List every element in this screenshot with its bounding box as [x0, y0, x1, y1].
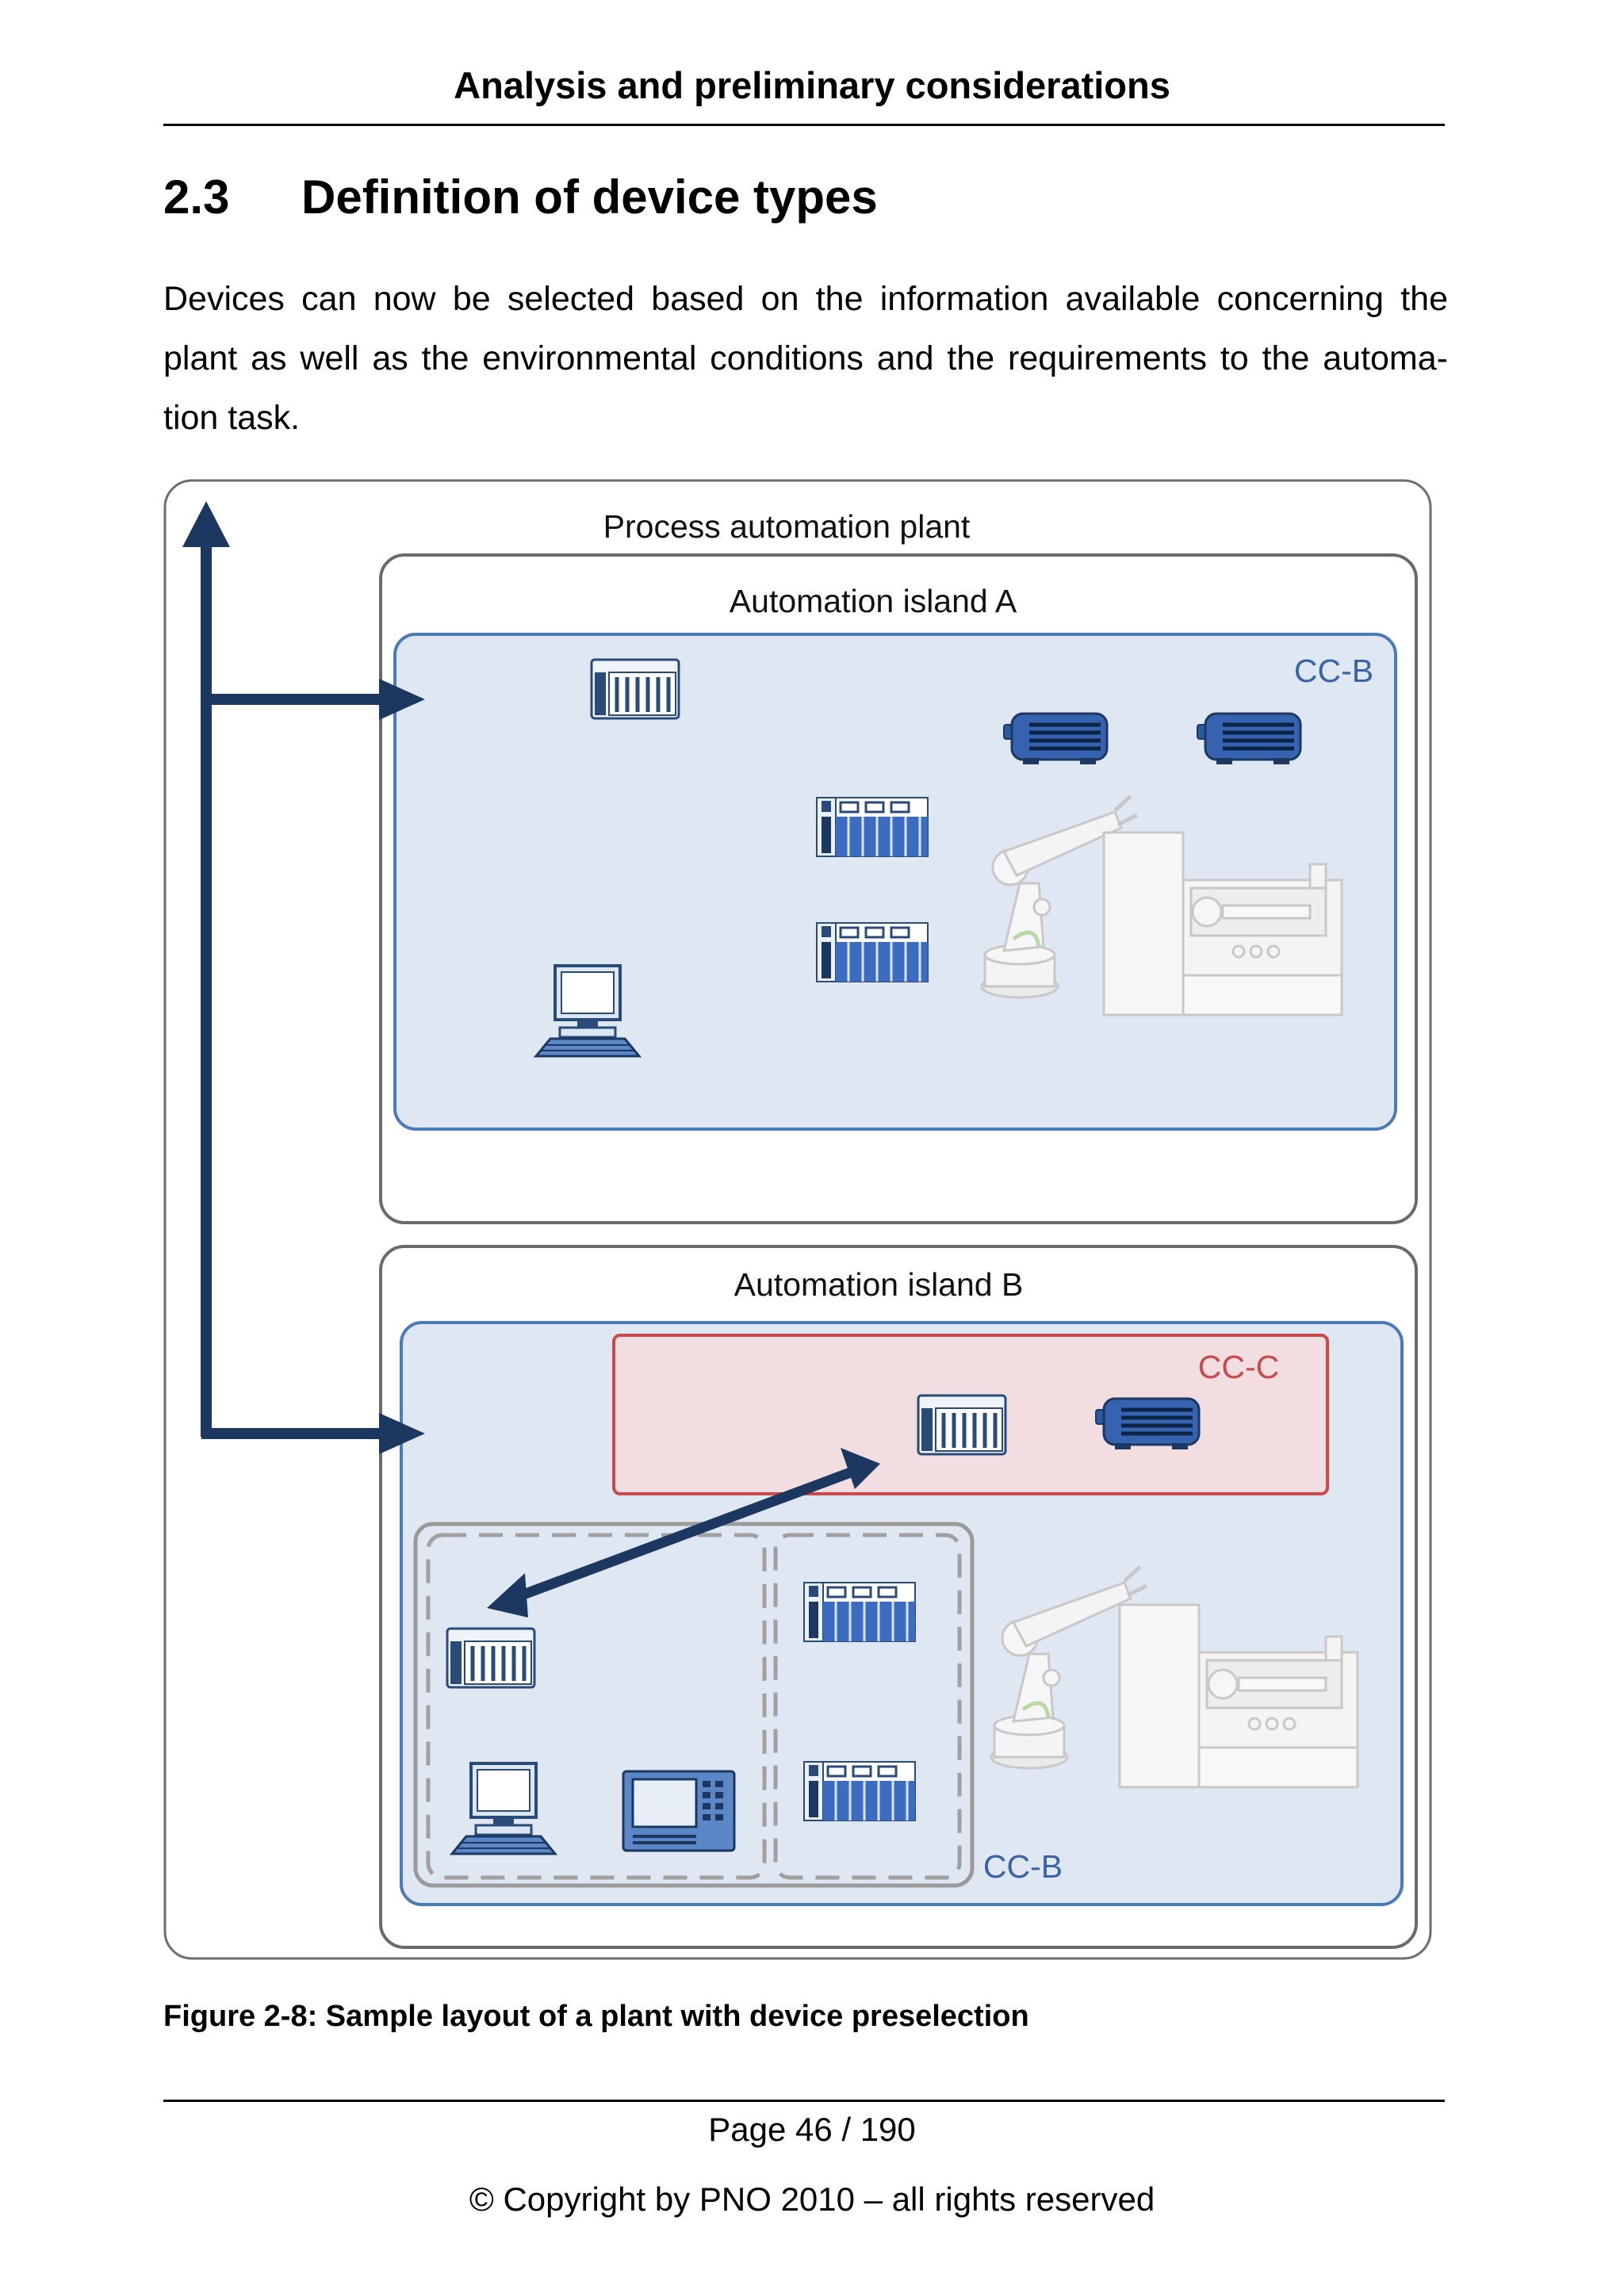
- island-b-cc-b-label: CC-B: [983, 1848, 1063, 1885]
- body-paragraph: Devices can now be selected based on the…: [163, 270, 1448, 448]
- plant-backbone-arrow: [182, 501, 425, 1454]
- paragraph-line: plant as well as the environmental condi…: [163, 339, 1448, 377]
- section-heading: 2.3 Definition of device types: [163, 170, 878, 224]
- io-module-icon: [802, 1581, 917, 1643]
- device-group-frame: [413, 1522, 975, 1888]
- island-a-cc-b-label: CC-B: [1294, 653, 1373, 689]
- io-module-icon: [815, 921, 929, 983]
- paragraph-line: tion task.: [163, 399, 301, 437]
- communication-arrow: [487, 1448, 880, 1618]
- section-title: Definition of device types: [301, 170, 878, 224]
- io-module-icon: [815, 796, 929, 858]
- figure-caption: Figure 2-8: Sample layout of a plant wit…: [163, 2000, 1029, 2033]
- island-b-label: Automation island B: [734, 1266, 1024, 1303]
- controller-icon: [918, 1396, 1005, 1454]
- controller-icon: [592, 660, 679, 718]
- motor-icon: [1197, 714, 1300, 764]
- cc-c-label: CC-C: [1198, 1349, 1279, 1385]
- device-group-dashed: [773, 1533, 962, 1880]
- plant-layout-figure: Process automation plant Automation isla…: [163, 479, 1442, 1970]
- io-module-icon: [802, 1760, 917, 1822]
- section-number: 2.3: [163, 170, 230, 224]
- running-header: Analysis and preliminary considerations: [454, 64, 1170, 106]
- copyright: © Copyright by PNO 2010 – all rights res…: [469, 2180, 1155, 2218]
- motor-icon: [1096, 1399, 1199, 1449]
- plant-label: Process automation plant: [603, 508, 971, 545]
- hmi-panel-icon: [622, 1770, 736, 1852]
- header-rule: [163, 124, 1445, 126]
- device-group-dashed: [426, 1533, 767, 1880]
- motor-icon: [1004, 714, 1107, 764]
- paragraph-line: Devices can now be selected based on the…: [163, 280, 1448, 318]
- controller-icon: [447, 1629, 534, 1687]
- page-number: Page 46 / 190: [708, 2111, 916, 2148]
- island-a-label: Automation island A: [730, 583, 1017, 619]
- footer-rule: [163, 2100, 1445, 2102]
